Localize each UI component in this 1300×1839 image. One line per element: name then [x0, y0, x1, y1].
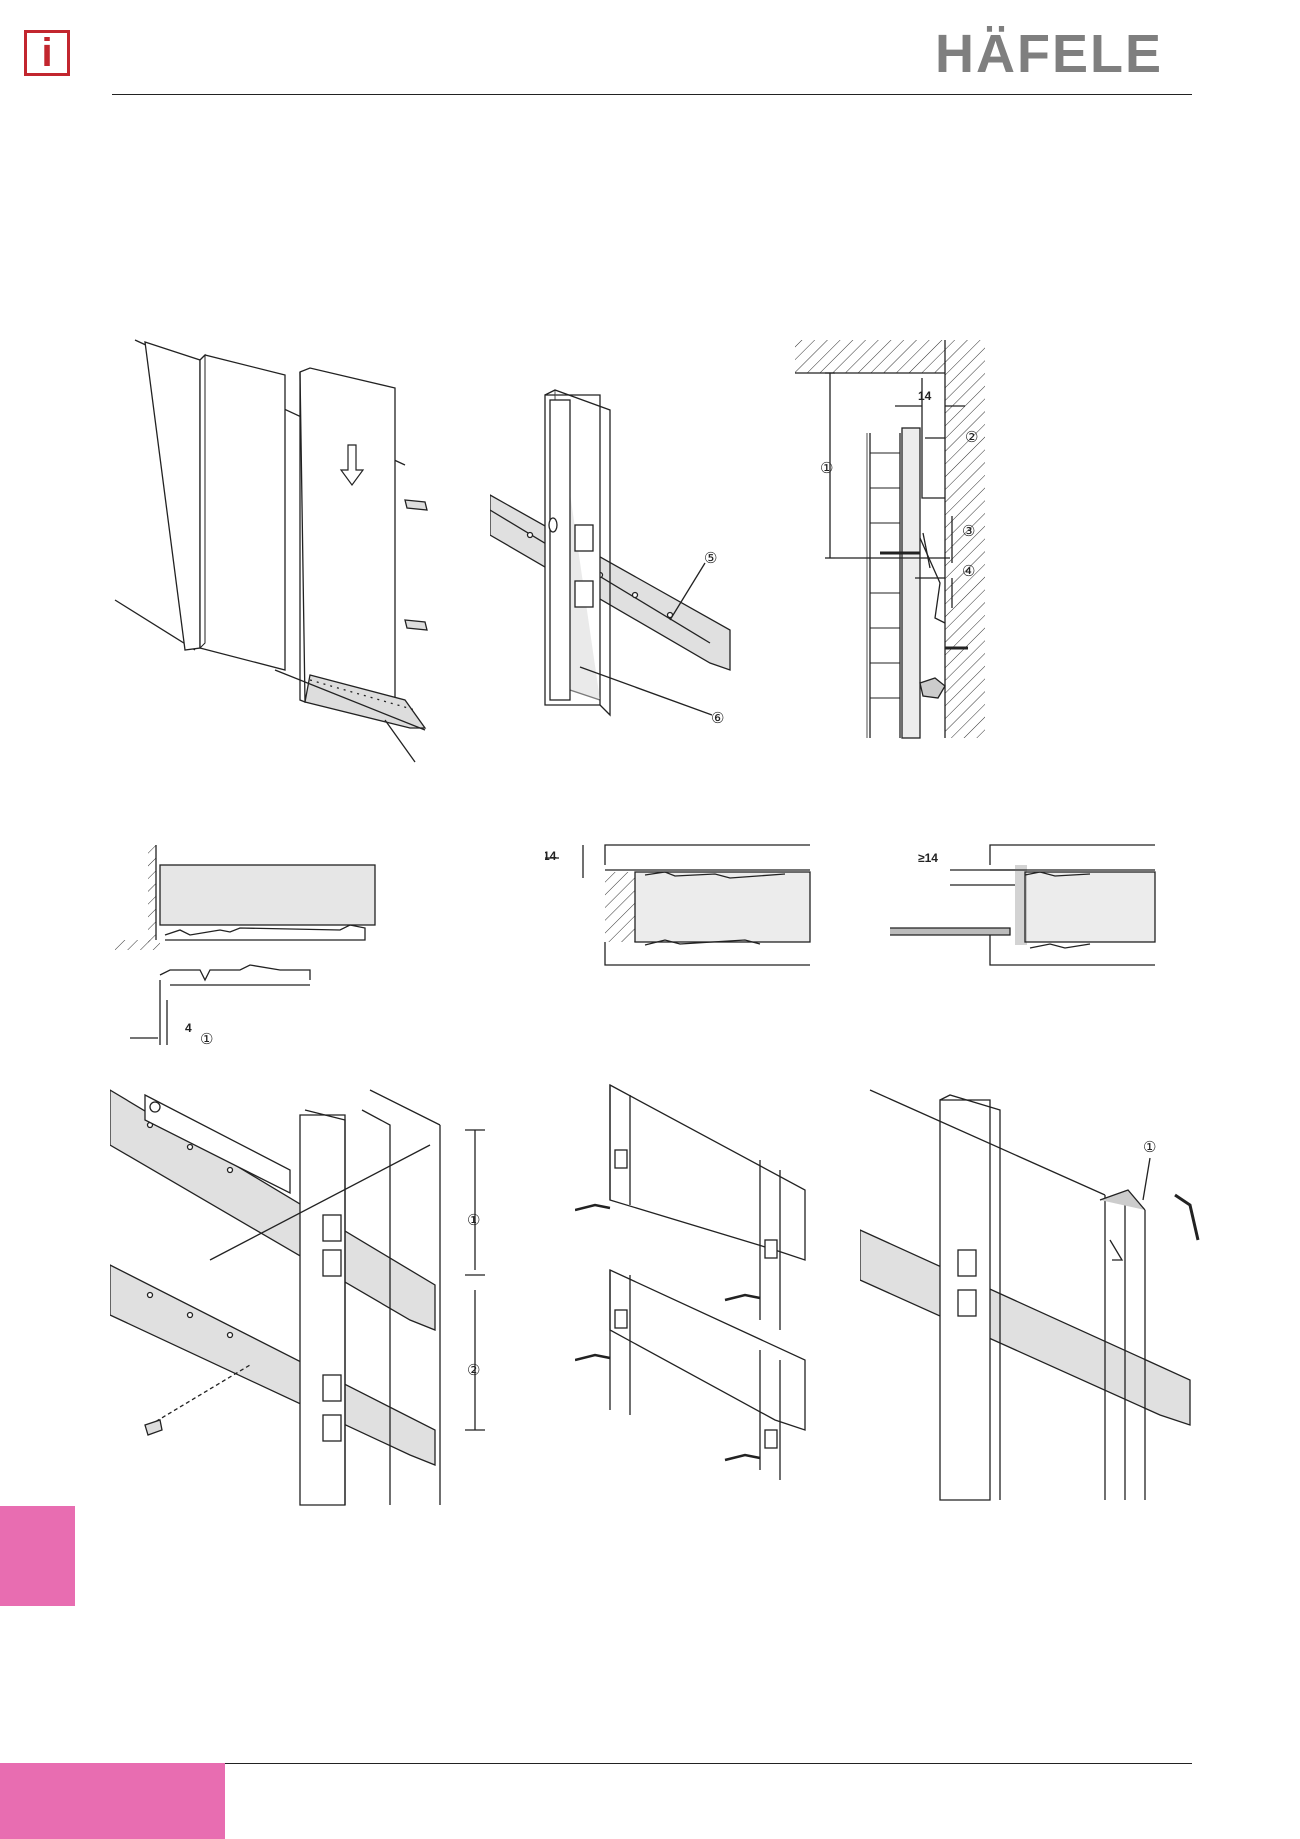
bottom-divider	[112, 1763, 1192, 1764]
figure-bottom-clearance: 4 ①	[115, 845, 376, 1045]
callout-2: ②	[965, 429, 978, 446]
top-divider	[112, 94, 1192, 95]
figure-wall-section: ① 14 ② ③ ④	[795, 340, 985, 739]
dim-14: 14	[918, 389, 932, 403]
callout-6: ⑥	[711, 710, 724, 727]
section-tab	[0, 1506, 75, 1606]
callout-4: ④	[962, 563, 975, 580]
figure-vertical-profiles	[575, 1083, 806, 1480]
figure-rail-spacing: ① ②	[110, 1089, 485, 1506]
callout-3: ③	[962, 523, 975, 540]
info-icon: i	[24, 30, 70, 76]
callout-1: ①	[200, 1031, 213, 1045]
callout-1: ①	[467, 1212, 480, 1229]
footer-tab	[0, 1763, 225, 1839]
dim-4: 4	[185, 1021, 192, 1035]
callout-2: ②	[467, 1362, 480, 1379]
figure-end-clip: ①	[860, 1089, 1200, 1501]
brand-logo: HÄFELE	[935, 24, 1163, 82]
figure-top-clearance: 14	[545, 844, 811, 966]
brand-logo-text: HÄFELE	[935, 24, 1163, 82]
dim-14: 14	[545, 849, 557, 863]
callout-1: ①	[1143, 1139, 1156, 1156]
figure-sliding-panels	[114, 339, 428, 763]
dim-ge14: ≥14	[918, 851, 938, 865]
callout-5: ⑤	[704, 550, 717, 567]
figure-rail-profile: ⑥ ⑤	[490, 389, 731, 727]
figure-min-clearance: ≥14	[890, 844, 1156, 966]
callout-1: ①	[820, 460, 833, 477]
